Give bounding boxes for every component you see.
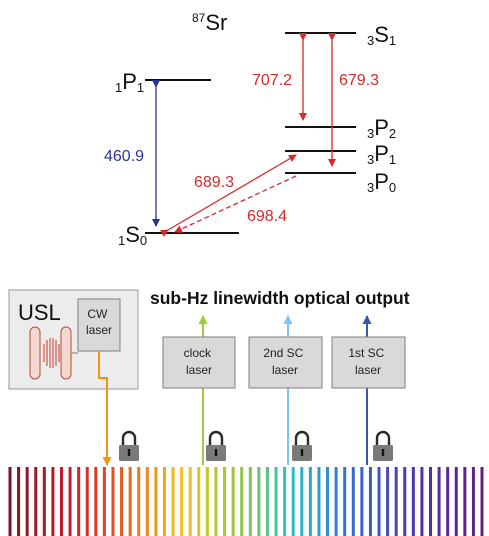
level-label-1P1-term: P	[122, 69, 137, 94]
second-sc-laser-label-line2: laser	[272, 363, 298, 377]
second-sc-laser-box	[248, 336, 323, 389]
level-label-3P2-j: 2	[389, 126, 396, 141]
optical-cavity-icon	[29, 326, 78, 380]
laser-first-sc: 1st SC laser	[331, 315, 406, 465]
laser-second-sc: 2nd SC laser	[248, 315, 323, 465]
level-label-3P0-j: 0	[389, 180, 396, 195]
transition-arrow-689	[159, 154, 297, 237]
lock-icon	[292, 430, 312, 461]
cw-laser-label-line2: laser	[86, 323, 112, 337]
level-label-3S1-term: S	[374, 22, 389, 47]
level-label-1P1-multiplicity: 1	[115, 80, 122, 95]
level-label-3P2: 3P2	[367, 115, 396, 141]
second-sc-laser-label: 2nd SC laser	[263, 346, 306, 377]
clock-laser-label: clock laser	[184, 346, 215, 377]
laser-clock: clock laser	[162, 315, 236, 465]
wavelength-label-698: 698.4	[247, 208, 287, 225]
level-label-1P1: 1P1	[115, 69, 144, 95]
level-label-3S1-multiplicity: 3	[367, 33, 374, 48]
energy-levels	[145, 32, 356, 234]
cw-laser-label: CW laser	[86, 307, 112, 337]
level-labels: 1S0 1P1 3S1 3P2 3P1 3P0	[115, 22, 396, 248]
clock-laser-box	[162, 336, 236, 389]
lock-icon	[206, 430, 226, 461]
cavity-standing-wave	[43, 338, 60, 368]
level-label-3P0-multiplicity: 3	[367, 180, 374, 195]
transition-arrow-698	[174, 175, 297, 233]
level-label-1S0-term: S	[125, 222, 140, 247]
cw-laser-label-line1: CW	[87, 307, 108, 321]
level-label-1S0: 1S0	[118, 222, 147, 248]
clock-laser-label-line2: laser	[186, 363, 212, 377]
clock-laser-label-line1: clock	[184, 346, 212, 360]
level-label-3P1-j: 1	[389, 152, 396, 167]
level-label-3S1-j: 1	[389, 33, 396, 48]
wavelength-label-679: 679.3	[339, 72, 379, 89]
isotope-mass-number: 87	[192, 11, 206, 25]
level-label-3P1-term: P	[374, 141, 389, 166]
transitions	[152, 33, 336, 237]
lock-icons	[119, 430, 393, 461]
lock-icon	[373, 430, 393, 461]
level-label-3P2-term: P	[374, 115, 389, 140]
transition-labels: 460.9 707.2 679.3 689.3 698.4	[104, 72, 379, 225]
level-label-3P2-multiplicity: 3	[367, 126, 374, 141]
level-label-1P1-j: 1	[137, 80, 144, 95]
level-label-3P1: 3P1	[367, 141, 396, 167]
second-sc-laser-label-line1: 2nd SC	[263, 346, 303, 360]
isotope-label: 87Sr	[192, 10, 227, 35]
first-sc-laser-label-line2: laser	[355, 363, 381, 377]
isotope-element: Sr	[205, 10, 227, 35]
first-sc-laser-box	[331, 336, 406, 389]
first-sc-laser-label: 1st SC laser	[348, 346, 387, 377]
level-label-1S0-multiplicity: 1	[118, 233, 125, 248]
cavity-mirror-left	[29, 326, 41, 380]
cw-laser-beam	[98, 351, 112, 466]
cavity-mirror-right	[60, 326, 72, 380]
level-label-3S1: 3S1	[367, 22, 396, 48]
level-label-1S0-j: 0	[140, 233, 147, 248]
wavelength-label-460: 460.9	[104, 148, 144, 165]
first-sc-laser-label-line1: 1st SC	[348, 346, 384, 360]
wavelength-label-689: 689.3	[194, 174, 234, 191]
level-label-3P0-term: P	[374, 169, 389, 194]
lock-icon	[119, 430, 139, 461]
wavelength-label-707: 707.2	[252, 72, 292, 89]
usl-label: USL	[18, 300, 61, 325]
optical-output-title: sub-Hz linewidth optical output	[150, 288, 410, 308]
level-label-3P1-multiplicity: 3	[367, 152, 374, 167]
frequency-comb	[8, 467, 484, 536]
level-label-3P0: 3P0	[367, 169, 396, 195]
